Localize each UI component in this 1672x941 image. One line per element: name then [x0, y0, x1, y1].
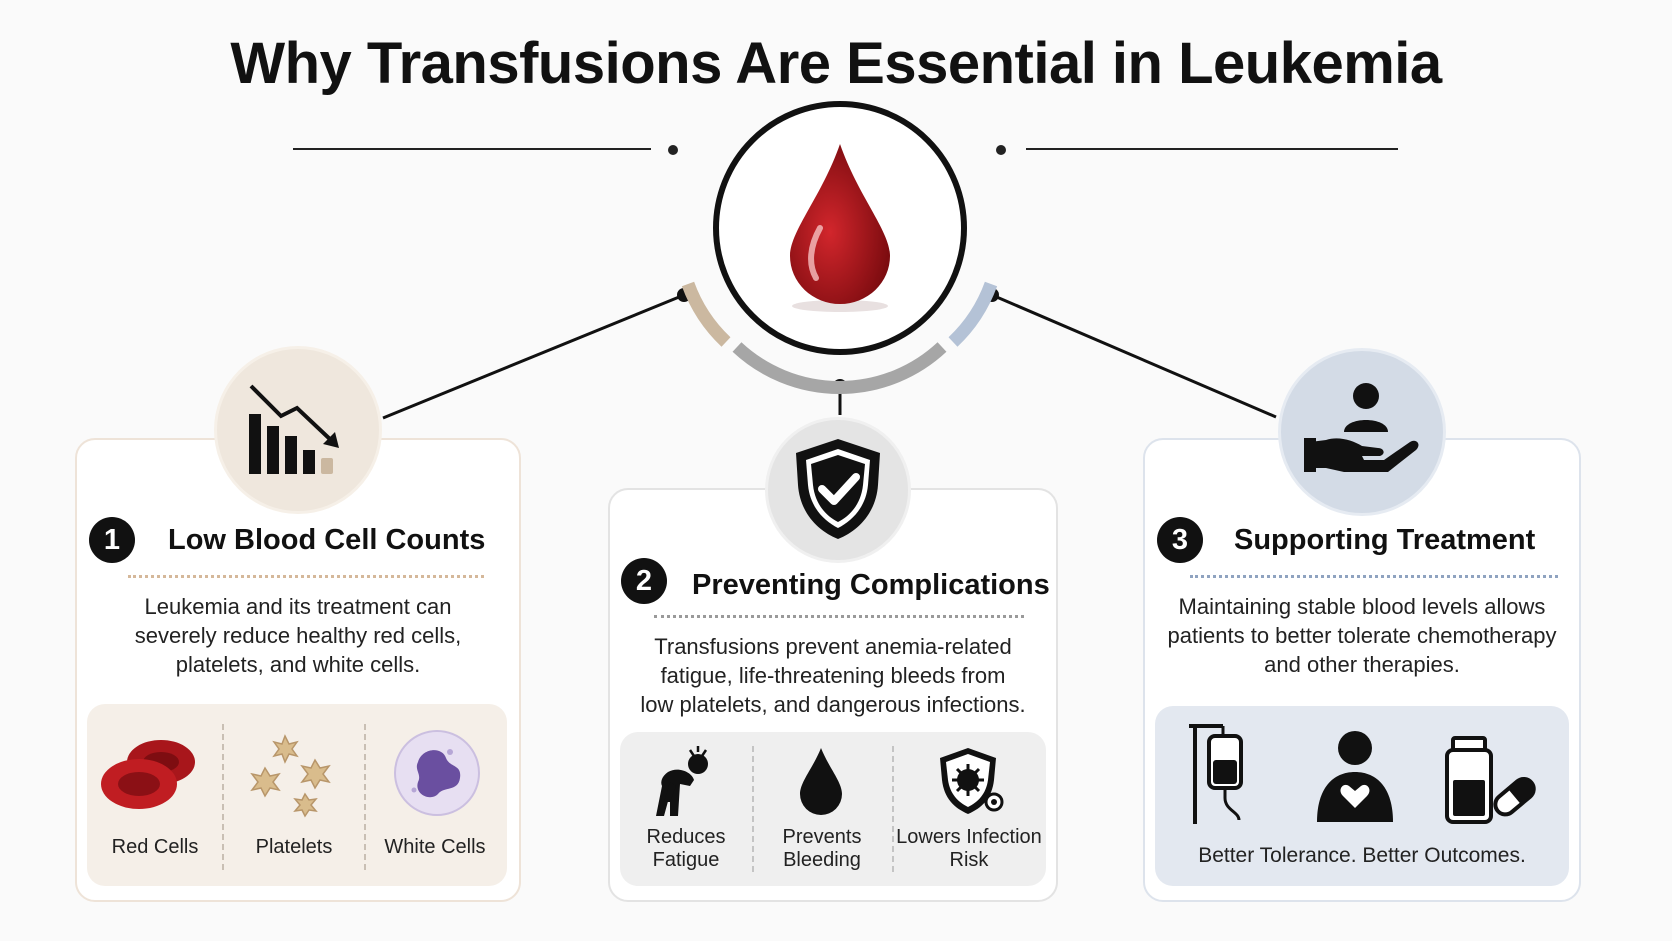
- page-title: Why Transfusions Are Essential in Leukem…: [230, 31, 1442, 96]
- medicine-bottle-pill-icon: [1441, 736, 1537, 831]
- cell-label-white: White Cells: [384, 836, 486, 858]
- section-description-1: Leukemia and its treatment can severely …: [134, 594, 462, 677]
- section-description-3: Maintaining stable blood levels allows p…: [1167, 594, 1557, 677]
- section-heading-1: Low Blood Cell Counts: [168, 524, 486, 556]
- section-description-2: Transfusions prevent anemia-related fati…: [640, 634, 1026, 717]
- badge-1: [214, 346, 382, 514]
- white-blood-cell-icon: [392, 728, 482, 823]
- virus-shield-icon: [938, 744, 1008, 823]
- declining-bar-chart-icon: [243, 378, 353, 483]
- shield-check-icon: [790, 435, 886, 546]
- person-heart-icon: [1313, 728, 1397, 829]
- cell-label-red: Red Cells: [111, 836, 199, 858]
- item-label-fatigue: Reduces Fatigue: [646, 826, 726, 871]
- cell-types-panel: Red Cells Platelets White Cells: [87, 704, 507, 886]
- item-label-bleeding: Prevents Bleeding: [782, 826, 862, 871]
- section-heading-3: Supporting Treatment: [1234, 524, 1536, 556]
- header-dot-right: [996, 145, 1006, 155]
- badge-3: [1278, 348, 1446, 516]
- treatment-footer: Better Tolerance. Better Outcomes.: [1198, 844, 1526, 867]
- header-line-right: [1026, 148, 1398, 150]
- hand-support-person-icon: [1304, 380, 1420, 485]
- central-hub: [713, 101, 967, 355]
- divider-1: [128, 575, 484, 578]
- treatment-panel: Better Tolerance. Better Outcomes.: [1155, 706, 1569, 886]
- blood-drop-icon: [780, 136, 900, 321]
- section-number-3: 3: [1157, 517, 1203, 563]
- red-blood-cells-icon: [99, 728, 199, 823]
- iv-bag-icon: [1187, 720, 1257, 833]
- tired-person-icon: [650, 744, 720, 823]
- drop-icon: [796, 744, 846, 823]
- section-number-2: 2: [621, 558, 667, 604]
- section-heading-2: Preventing Complications: [692, 569, 1050, 601]
- header-line-left: [293, 148, 651, 150]
- item-label-infection: Lowers Infection Risk: [896, 826, 1042, 871]
- platelets-icon: [245, 728, 341, 829]
- cell-label-platelets: Platelets: [255, 836, 333, 858]
- complications-panel: Reduces Fatigue Prevents Bleeding Lowers…: [620, 732, 1046, 886]
- badge-2: [765, 417, 911, 563]
- section-number-1: 1: [89, 517, 135, 563]
- divider-3: [1190, 575, 1558, 578]
- header-dot-left: [668, 145, 678, 155]
- divider-2: [654, 615, 1024, 618]
